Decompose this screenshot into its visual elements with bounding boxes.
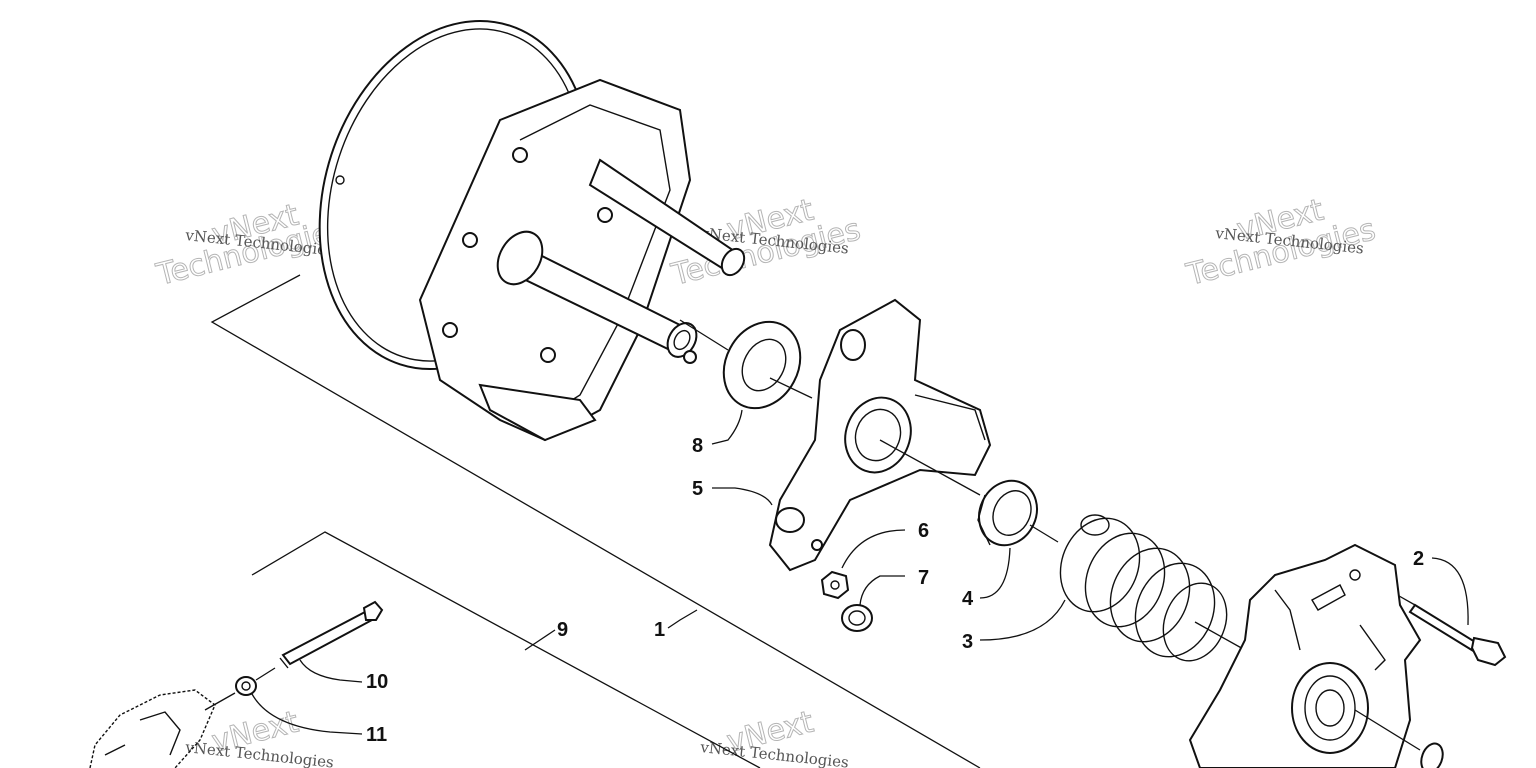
leader-5 xyxy=(712,487,773,506)
leader-4 xyxy=(979,547,1011,599)
callout-5: 5 xyxy=(692,478,703,500)
spider-part-5 xyxy=(768,298,992,572)
washer-part-11 xyxy=(204,667,276,711)
callout-8: 8 xyxy=(692,435,703,457)
washer-part-8 xyxy=(722,320,802,410)
partial-sheave-bottom-left xyxy=(89,689,216,768)
axis-line-bushing xyxy=(1029,524,1059,543)
bolt-part-10 xyxy=(279,600,384,669)
callout-7: 7 xyxy=(918,567,929,589)
callout-9: 9 xyxy=(557,619,568,641)
nut-part-7 xyxy=(841,604,873,632)
leader-9 xyxy=(524,629,556,651)
washer-bottom-right xyxy=(1354,709,1444,768)
watermark-bottom-center: vNext vNext Technologies xyxy=(699,704,850,768)
callout-11: 11 xyxy=(366,724,387,746)
axis-line-washer xyxy=(769,377,813,399)
leader-2 xyxy=(1431,557,1469,626)
bushing-part-4 xyxy=(977,479,1038,547)
assembly-bracket-1 xyxy=(210,274,981,768)
axis-line-shaft xyxy=(679,319,729,351)
screw-part-6 xyxy=(820,570,850,600)
clutch-sheave-part xyxy=(318,20,746,442)
leader-8 xyxy=(711,409,743,445)
leader-7 xyxy=(859,575,905,606)
callout-6: 6 xyxy=(918,520,929,542)
watermark-bottom-left: vNext vNext Technologies xyxy=(184,704,335,768)
callout-3: 3 xyxy=(962,631,973,653)
leader-3 xyxy=(979,599,1066,641)
leader-6 xyxy=(841,529,906,569)
callout-4: 4 xyxy=(962,588,974,610)
assembly-bracket-9 xyxy=(251,531,761,768)
callout-1: 1 xyxy=(654,619,665,641)
watermark-top-center: Technologies vNext vNext Technologies xyxy=(667,192,864,293)
cover-plate-part xyxy=(1188,543,1422,768)
watermark-top-right: Technologies vNext vNext Technologies xyxy=(1182,192,1379,293)
callout-10: 10 xyxy=(366,671,388,693)
axis-line-spider xyxy=(879,439,981,496)
callout-2: 2 xyxy=(1413,548,1424,570)
leader-1 xyxy=(667,609,698,629)
axis-line-spring xyxy=(1194,621,1246,651)
spring-part-3 xyxy=(1059,514,1228,662)
leader-10 xyxy=(299,659,363,683)
leader-11 xyxy=(251,693,363,735)
